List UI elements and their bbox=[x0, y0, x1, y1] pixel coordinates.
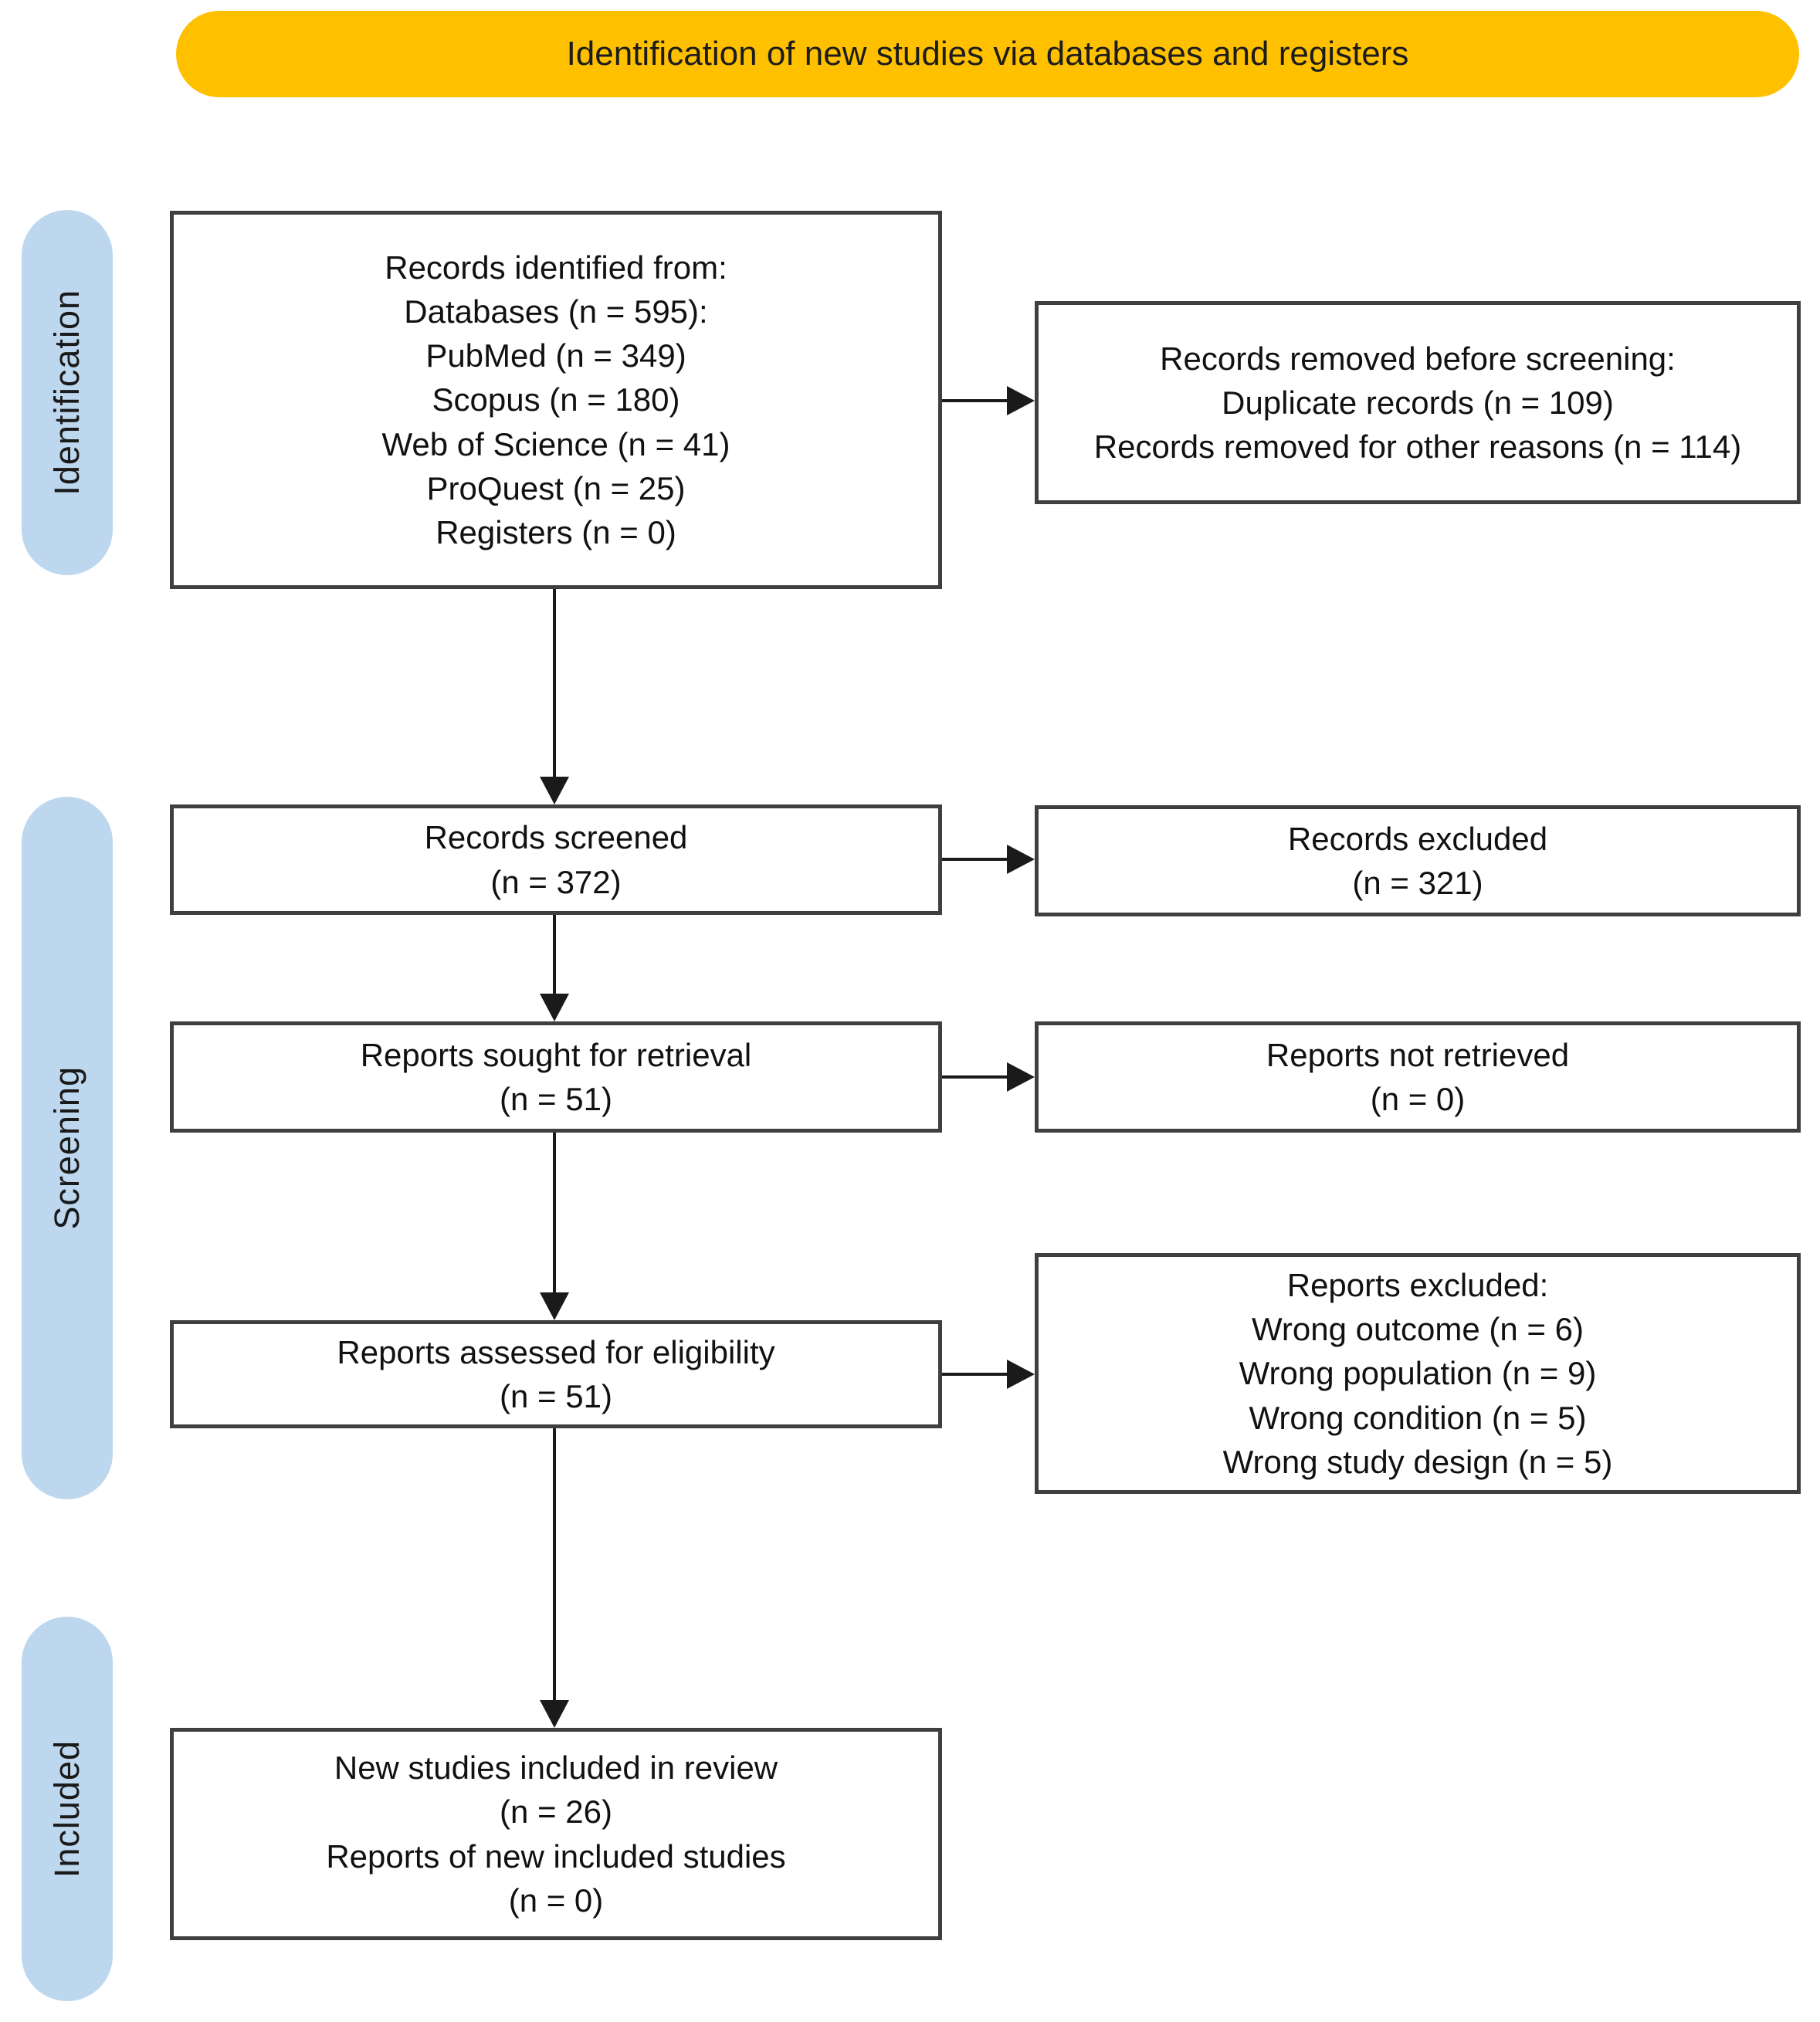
box-text-line: Wrong condition (n = 5) bbox=[1249, 1399, 1587, 1436]
box-text-line: (n = 321) bbox=[1352, 865, 1483, 901]
box-text-line: Reports not retrieved bbox=[1266, 1036, 1570, 1073]
records-identified-box: Records identified from: Databases (n = … bbox=[170, 211, 942, 589]
reports-not-retrieved-box: Reports not retrieved (n = 0) bbox=[1035, 1021, 1801, 1133]
box-text-line: Records excluded bbox=[1287, 820, 1548, 857]
box-text-line: Duplicate records (n = 109) bbox=[1222, 384, 1614, 421]
box-text-line: Reports sought for retrieval bbox=[360, 1036, 752, 1073]
box-text-line: Records removed for other reasons (n = 1… bbox=[1093, 428, 1742, 466]
box-text-line: Reports of new included studies bbox=[326, 1837, 786, 1875]
box-text-line: Reports assessed for eligibility bbox=[337, 1333, 775, 1370]
arrow-assessed-to-included bbox=[540, 1428, 569, 1728]
box-text-line: (n = 0) bbox=[1370, 1081, 1466, 1117]
records-removed-box: Records removed before screening: Duplic… bbox=[1035, 301, 1801, 504]
stage-included: Included bbox=[22, 1617, 113, 2001]
reports-excluded-box: Reports excluded: Wrong outcome (n = 6) … bbox=[1035, 1253, 1801, 1494]
records-excluded-box: Records excluded (n = 321) bbox=[1035, 805, 1801, 916]
box-text-line: Scopus (n = 180) bbox=[432, 381, 680, 418]
new-studies-included-box: New studies included in review (n = 26) … bbox=[170, 1728, 942, 1940]
box-text-line: Databases (n = 595): bbox=[404, 293, 708, 330]
box-text-line: Registers (n = 0) bbox=[436, 513, 676, 550]
box-text-line: (n = 0) bbox=[508, 1881, 604, 1919]
banner-title: Identification of new studies via databa… bbox=[566, 35, 1409, 73]
box-text-line: Reports excluded: bbox=[1286, 1267, 1549, 1304]
stage-screening-label: Screening bbox=[47, 1066, 86, 1230]
reports-assessed-box: Reports assessed for eligibility (n = 51… bbox=[170, 1320, 942, 1428]
stage-identification: Identification bbox=[22, 210, 113, 575]
box-text-line: (n = 51) bbox=[500, 1378, 612, 1414]
arrow-sought-to-not-retrieved bbox=[942, 1062, 1035, 1092]
box-text-line: Records screened bbox=[424, 819, 688, 856]
box-text-line: (n = 372) bbox=[490, 863, 622, 900]
arrow-assessed-to-reports-excluded bbox=[942, 1360, 1035, 1389]
box-text-line: (n = 51) bbox=[500, 1081, 612, 1117]
banner: Identification of new studies via databa… bbox=[176, 11, 1799, 97]
box-text-line: PubMed (n = 349) bbox=[425, 337, 686, 374]
box-text-line: Wrong study design (n = 5) bbox=[1222, 1443, 1613, 1480]
box-text-line: Records removed before screening: bbox=[1160, 340, 1676, 377]
arrow-screened-to-sought bbox=[540, 915, 569, 1021]
arrow-screened-to-excluded bbox=[942, 845, 1035, 874]
records-screened-box: Records screened (n = 372) bbox=[170, 804, 942, 915]
box-text-line: Wrong outcome (n = 6) bbox=[1252, 1311, 1584, 1348]
arrow-sought-to-assessed bbox=[540, 1133, 569, 1320]
stage-included-label: Included bbox=[47, 1739, 86, 1878]
box-text-line: Records identified from: bbox=[385, 249, 727, 286]
stage-screening: Screening bbox=[22, 797, 113, 1499]
stage-identification-label: Identification bbox=[47, 290, 86, 496]
box-text-line: (n = 26) bbox=[500, 1793, 612, 1831]
arrow-identified-to-removed bbox=[942, 386, 1035, 415]
box-text-line: ProQuest (n = 25) bbox=[426, 469, 686, 506]
reports-sought-box: Reports sought for retrieval (n = 51) bbox=[170, 1021, 942, 1133]
box-text-line: New studies included in review bbox=[334, 1749, 778, 1787]
box-text-line: Web of Science (n = 41) bbox=[381, 425, 730, 462]
box-text-line: Wrong population (n = 9) bbox=[1239, 1355, 1597, 1392]
arrow-identified-to-screened bbox=[540, 589, 569, 804]
